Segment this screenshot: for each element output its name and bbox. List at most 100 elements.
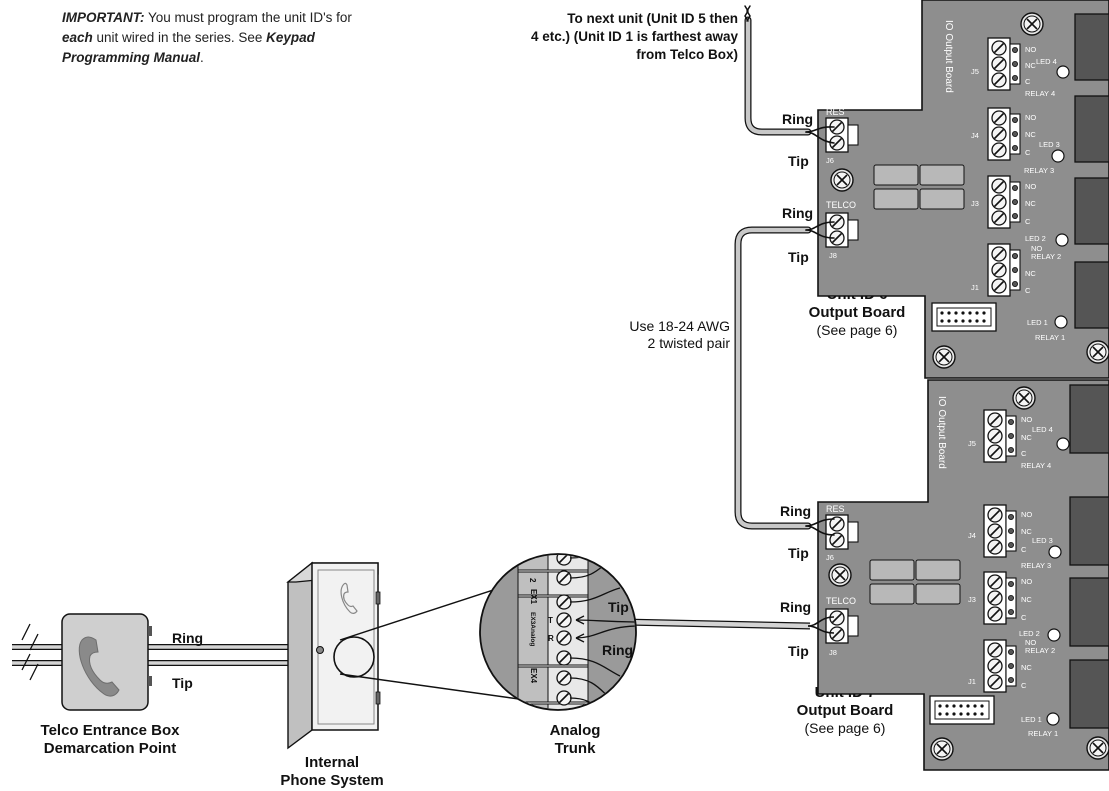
wire-unit6-to-unit7 [734, 221, 835, 536]
u7-no-4: NO [1025, 638, 1036, 647]
u6-j4: J4 [971, 131, 979, 140]
u6-led1: LED 1 [1027, 318, 1048, 327]
note-text-3: . [200, 50, 204, 65]
u7-c-4: C [1021, 681, 1027, 690]
u6-nc-1: NC [1025, 61, 1036, 70]
u7-j1: J1 [968, 677, 976, 686]
internal-phone-system [286, 561, 381, 750]
note-manual-link: Keypad Programming Manual [62, 30, 315, 65]
unit7-res-tip-label: Tip [788, 545, 809, 561]
u6-j1: J1 [971, 283, 979, 292]
u7-relay1: RELAY 1 [1028, 729, 1058, 738]
u7-j3: J3 [968, 595, 976, 604]
u6-no-4: NO [1031, 244, 1042, 253]
u7-no-2: NO [1021, 510, 1032, 519]
next-unit-line-1: To next unit (Unit ID 5 then [567, 11, 738, 26]
phone-handset-icon [78, 636, 120, 697]
trunk-r: R [548, 634, 554, 643]
unit7-res-ring-label: Ring [780, 503, 811, 519]
u6-c-2: C [1025, 148, 1031, 157]
ring-tip-labels: Ring Tip Ring Tip Ring Tip Ring Tip Tip … [172, 111, 813, 691]
u7-no-3: NO [1021, 577, 1032, 586]
wire-spec-line-1: Use 18-24 AWG [629, 318, 730, 334]
cabinet-phone-icon [340, 582, 358, 614]
analog-trunk-caption: Analog Trunk [520, 722, 630, 758]
trunk-ring-label: Ring [602, 642, 633, 658]
u7-no-1: NO [1021, 415, 1032, 424]
phone-system-caption: Internal Phone System [262, 754, 402, 790]
unit7-telco-ring-label: Ring [780, 599, 811, 615]
u7-relay3: RELAY 3 [1021, 561, 1051, 570]
u7-j4: J4 [968, 531, 976, 540]
wire-spec-line-2: 2 twisted pair [647, 335, 730, 351]
analog-trunk-line-2: Trunk [554, 740, 596, 757]
telco-ring-label: Ring [172, 630, 203, 646]
u7-led2: LED 2 [1019, 629, 1040, 638]
u7-nc-4: NC [1021, 663, 1032, 672]
u6-relay1: RELAY 1 [1035, 333, 1065, 342]
unit6-output-board: IO Output Board NO NC C LED 4 RELAY 4 J5… [817, 0, 1109, 379]
unit7-title-2: Output Board [796, 702, 894, 719]
note-text-2: unit wired in the series. See [92, 30, 267, 45]
wire-trunk-to-unit7 [621, 616, 835, 634]
u7-c-3: C [1021, 613, 1027, 622]
analog-trunk-magnifier: 2 EX1 EX3Analog T R EX4 [479, 553, 637, 711]
u7-nc-3: NC [1021, 595, 1032, 604]
next-unit-line-3: from Telco Box) [636, 47, 738, 62]
u7-res: RES [826, 504, 845, 514]
u7-relay4: RELAY 4 [1021, 461, 1051, 470]
u7-j5: J5 [968, 439, 976, 448]
u7-j6: J6 [826, 553, 834, 562]
magnify-origin-circle [333, 636, 375, 678]
u7-c-1: C [1021, 449, 1027, 458]
u7-relay2: RELAY 2 [1025, 646, 1055, 655]
trunk-ex1: EX1 [529, 589, 538, 605]
u6-led3: LED 3 [1039, 140, 1060, 149]
u6-nc-3: NC [1025, 199, 1036, 208]
u6-j8: J8 [829, 251, 837, 260]
u6-no-3: NO [1025, 182, 1036, 191]
telco-box-line-2: Demarcation Point [43, 740, 177, 757]
unit6-res-tip-label: Tip [788, 153, 809, 169]
u7-telco: TELCO [826, 596, 856, 606]
u6-j3: J3 [971, 199, 979, 208]
u6-c-4: C [1025, 286, 1031, 295]
u7-c-2: C [1021, 545, 1027, 554]
unit7-output-board: IO Output Board NO NC C LED 4 RELAY 4 J5… [817, 379, 1109, 771]
u6-relay3: RELAY 3 [1024, 166, 1054, 175]
unit6-telco-ring-label: Ring [782, 205, 813, 221]
u6-no-1: NO [1025, 45, 1036, 54]
wire-to-next-unit [744, 5, 835, 144]
telco-tip-label: Tip [172, 675, 193, 691]
u6-relay2: RELAY 2 [1031, 252, 1061, 261]
u6-j5: J5 [971, 67, 979, 76]
trunk-ex3: EX3Analog [529, 612, 536, 646]
wire-spec-note: Use 18-24 AWG 2 twisted pair [580, 318, 730, 352]
u7-led4: LED 4 [1032, 425, 1053, 434]
trunk-tip-label: Tip [608, 599, 629, 615]
u6-j6: J6 [826, 156, 834, 165]
u7-led3: LED 3 [1032, 536, 1053, 545]
note-each: each [62, 30, 93, 45]
unit6-board-header: IO Output Board [943, 20, 954, 93]
u6-relay4: RELAY 4 [1025, 89, 1055, 98]
phone-system-line-1: Internal [304, 754, 360, 771]
u6-telco: TELCO [826, 200, 856, 210]
telco-box-caption: Telco Entrance Box Demarcation Point [10, 722, 210, 758]
unit7-page-ref: (See page 6) [804, 720, 886, 736]
trunk-t: T [548, 616, 553, 625]
u6-c-1: C [1025, 77, 1031, 86]
u6-res: RES [826, 107, 845, 117]
unit7-board-header: IO Output Board [936, 396, 947, 469]
note-text-1: You must program the unit ID's for [144, 10, 352, 25]
u7-led1: LED 1 [1021, 715, 1042, 724]
important-note: IMPORTANT: You must program the unit ID'… [62, 8, 362, 68]
u7-nc-2: NC [1021, 527, 1032, 536]
next-unit-note: To next unit (Unit ID 5 then 4 etc.) (Un… [470, 10, 738, 64]
unit6-res-ring-label: Ring [782, 111, 813, 127]
trunk-ex2: 2 [528, 578, 537, 583]
telco-entrance-box [61, 613, 152, 711]
note-prefix: IMPORTANT: [62, 10, 145, 25]
analog-trunk-line-1: Analog [549, 722, 601, 739]
